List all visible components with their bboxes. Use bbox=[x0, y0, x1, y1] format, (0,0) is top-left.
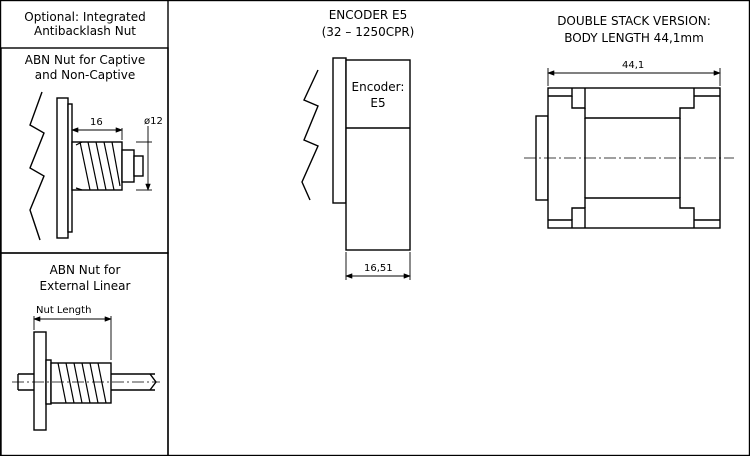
linear-box-title-line2: External Linear bbox=[39, 279, 131, 293]
captive-diameter-dimension: ø12 bbox=[144, 116, 163, 127]
captive-box-title-line1: ABN Nut for Captive bbox=[24, 53, 146, 67]
double-stack-title-line1: DOUBLE STACK VERSION: bbox=[557, 14, 711, 28]
encoder-label-line2: E5 bbox=[370, 96, 386, 110]
captive-length-dimension: 16 bbox=[90, 117, 103, 128]
encoder-title-line2: (32 – 1250CPR) bbox=[321, 25, 415, 39]
double-stack-drawing bbox=[524, 68, 734, 229]
double-stack-width-dimension: 44,1 bbox=[622, 60, 645, 71]
encoder-width-dimension: 16,51 bbox=[364, 263, 393, 274]
encoder-drawing bbox=[301, 57, 411, 280]
nut-length-dimension: Nut Length bbox=[36, 305, 92, 316]
linear-nut-box bbox=[0, 252, 169, 456]
captive-nut-drawing bbox=[29, 91, 152, 241]
antibacklash-heading-line1: Optional: Integrated bbox=[24, 10, 146, 24]
encoder-label-line1: Encoder: bbox=[351, 80, 405, 94]
linear-box-title-line1: ABN Nut for bbox=[49, 263, 121, 277]
captive-box-title-line2: and Non-Captive bbox=[34, 68, 136, 82]
encoder-title-line1: ENCODER E5 bbox=[328, 8, 408, 22]
double-stack-title-line2: BODY LENGTH 44,1mm bbox=[564, 31, 704, 45]
antibacklash-heading-line2: Antibacklash Nut bbox=[33, 24, 137, 38]
linear-nut-drawing bbox=[12, 316, 160, 431]
